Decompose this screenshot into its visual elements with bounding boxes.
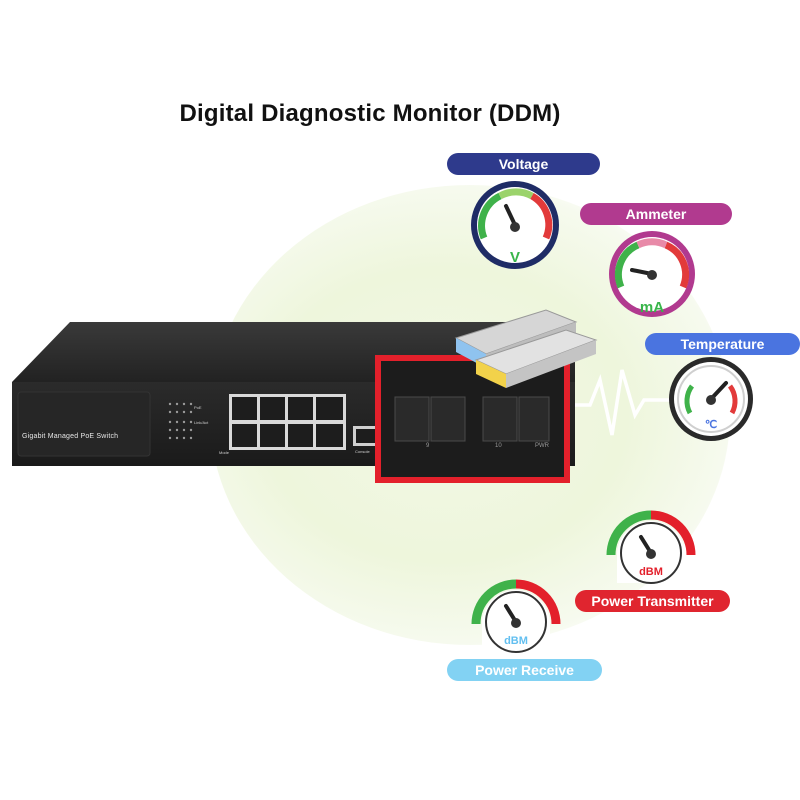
console-port-label: Console	[355, 449, 370, 454]
voltage-label: Voltage	[447, 153, 600, 175]
pwr-label: PWR	[535, 443, 549, 449]
sfp-port-10-label: 10	[495, 443, 502, 449]
temperature-unit: ℃	[705, 419, 717, 431]
power-receive-unit: dBM	[504, 635, 528, 647]
voltage-gauge-icon: V	[471, 181, 559, 269]
power-receive-label: Power Receive	[447, 659, 602, 681]
heartbeat-line-icon	[560, 369, 700, 436]
ammeter-gauge-icon: mA	[609, 231, 695, 317]
led-poe-label: PoE	[194, 405, 202, 410]
temperature-label: Temperature	[645, 333, 800, 355]
page-title: Digital Diagnostic Monitor (DDM)	[179, 100, 561, 127]
switch-label: Gigabit Managed PoE Switch	[22, 433, 119, 440]
power-transmitter-gauge-icon: dBM	[606, 510, 696, 584]
ammeter-unit: mA	[640, 299, 664, 316]
sfp-module-icon	[454, 309, 598, 388]
led-link-label: Link/Act	[194, 420, 209, 425]
power-receive-gauge-icon: dBM	[471, 579, 561, 653]
sfp-port-9-label: 9	[426, 443, 430, 449]
mode-button-label[interactable]: Mode	[219, 450, 230, 455]
power-transmitter-unit: dBM	[639, 566, 663, 578]
voltage-unit: V	[510, 249, 520, 266]
temperature-gauge-icon: ℃	[669, 357, 753, 441]
ammeter-label: Ammeter	[580, 203, 732, 225]
power-transmitter-label: Power Transmitter	[575, 590, 730, 612]
